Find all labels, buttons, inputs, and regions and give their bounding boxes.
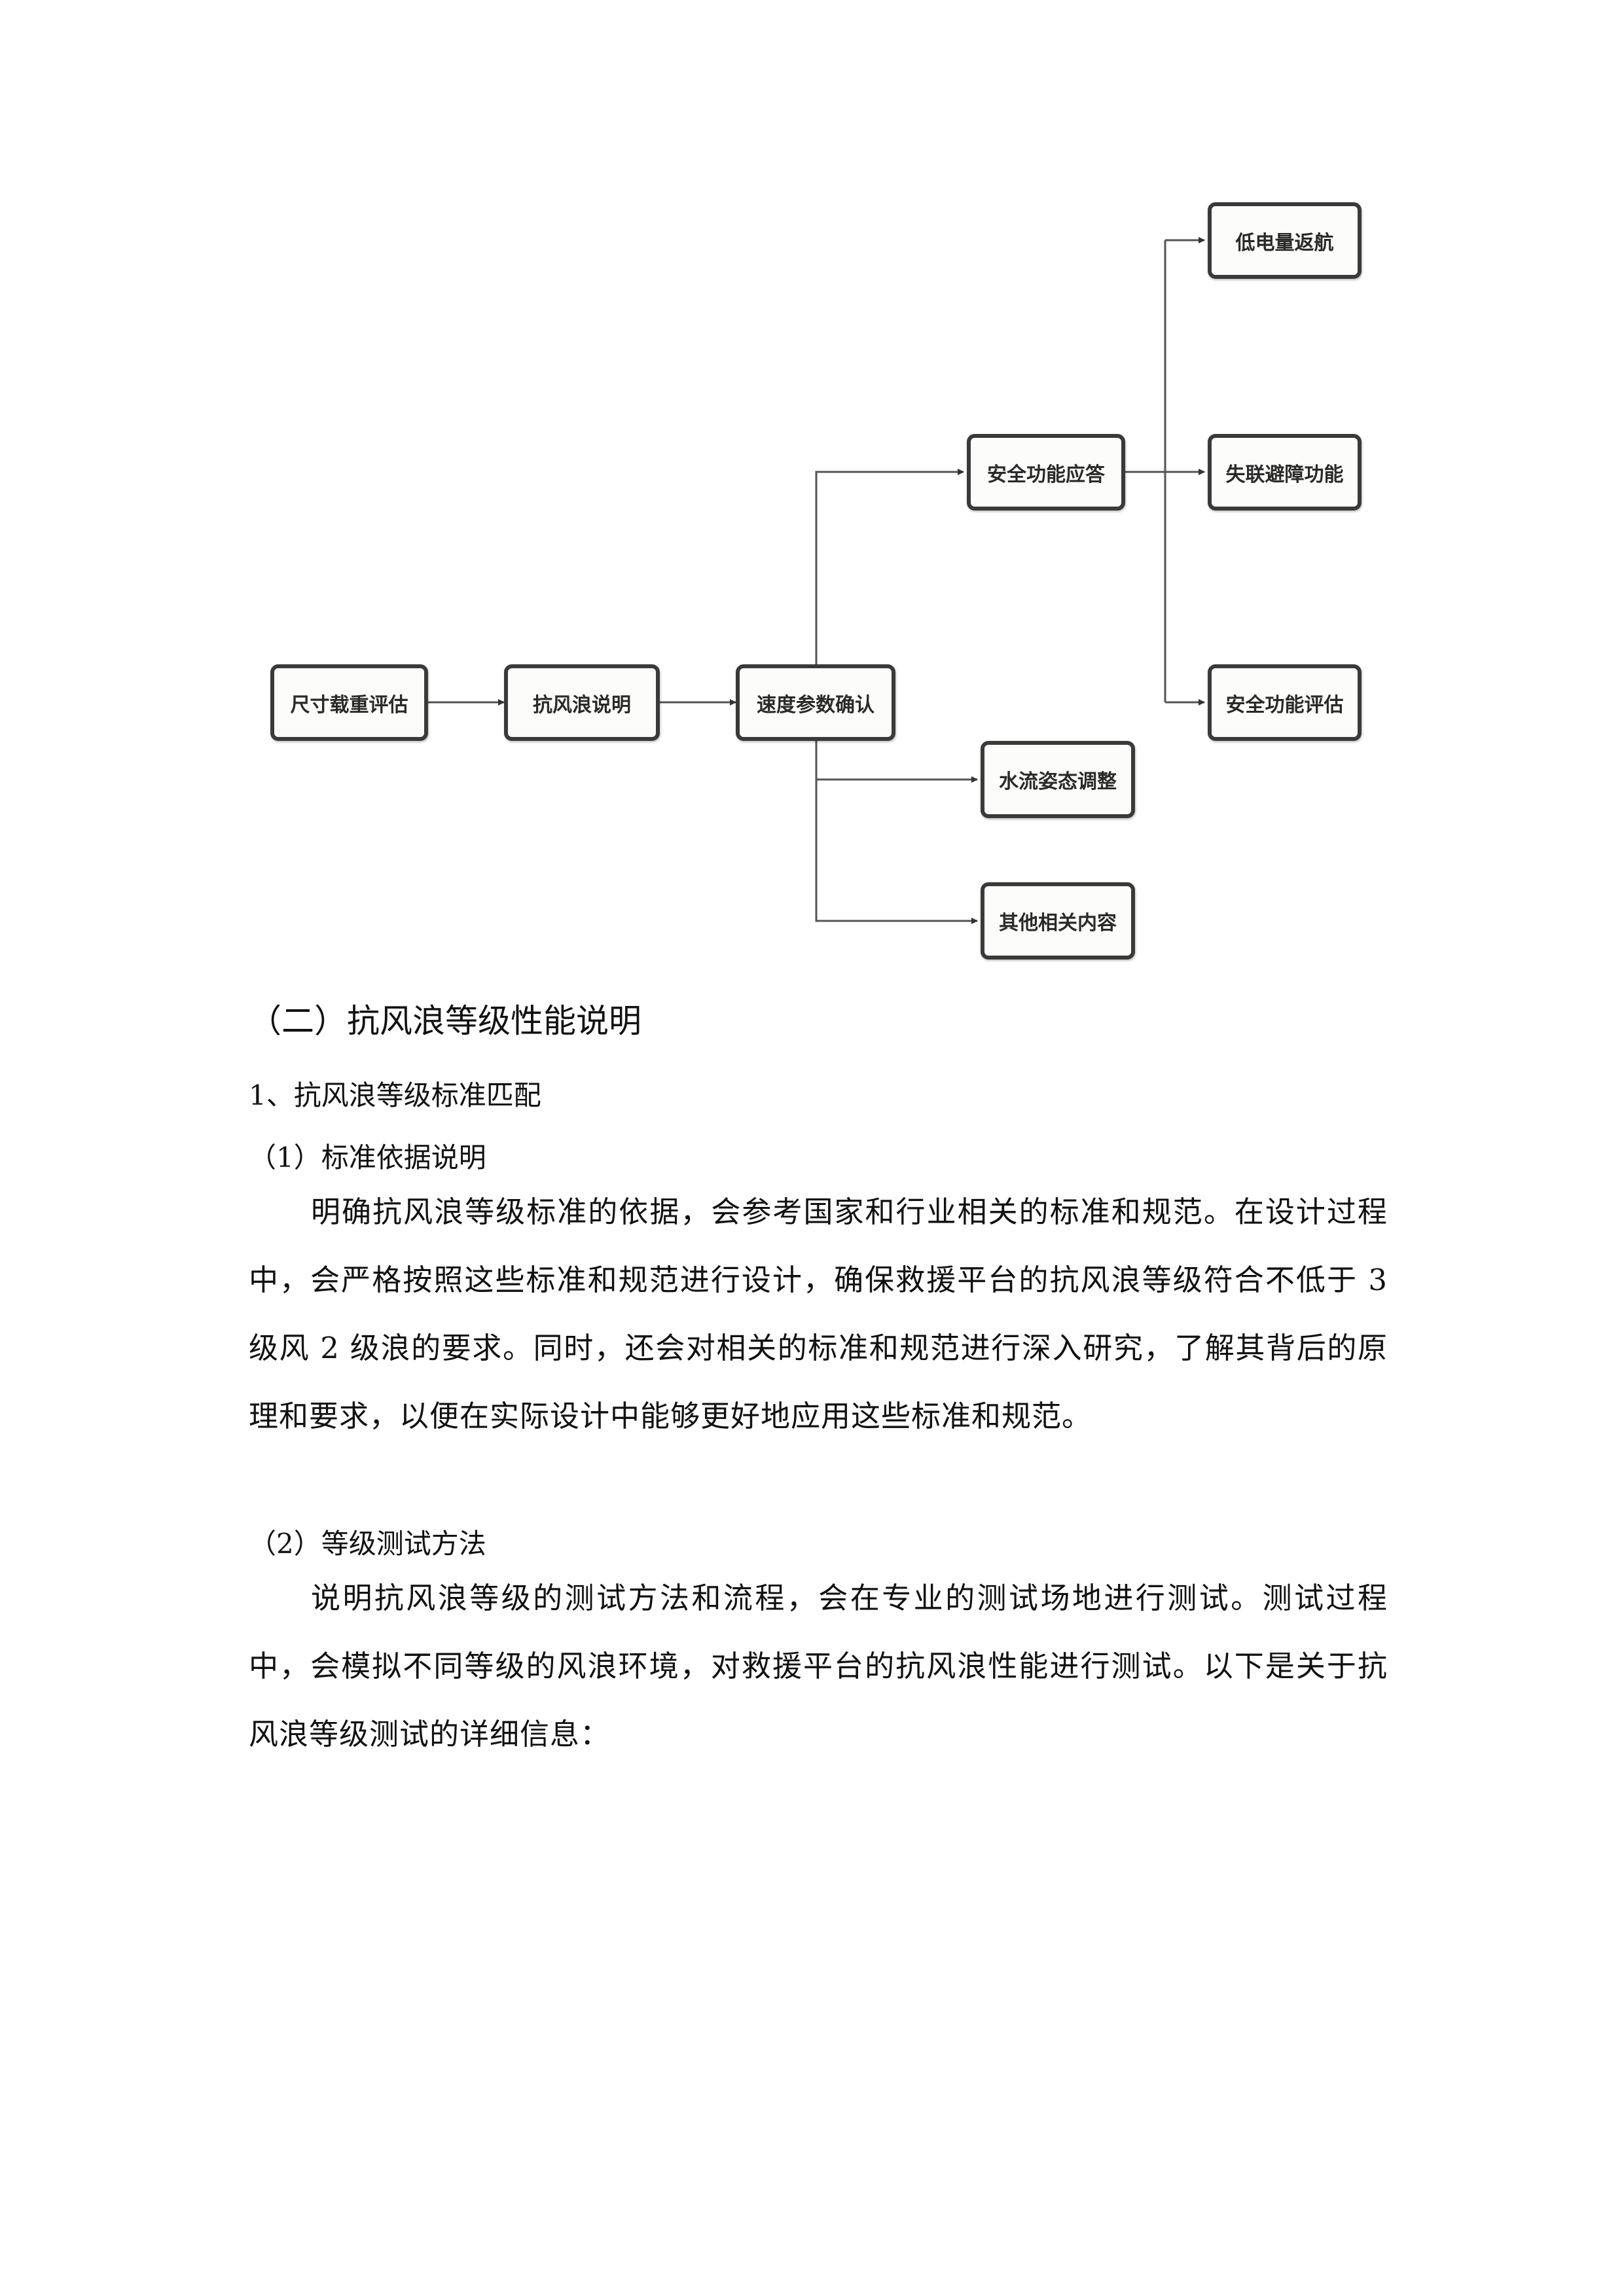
flowchart-connectors bbox=[428, 237, 1205, 924]
item1-paragraph: 明确抗风浪等级标准的依据，会参考国家和行业相关的标准和规范。在设计过程中，会严格… bbox=[249, 1194, 1388, 1433]
item1-heading: （1）标准依据说明 bbox=[249, 1141, 486, 1174]
flow-node-wind-wave-description: 抗风浪说明 bbox=[504, 664, 660, 741]
flow-node-safety-assessment: 安全功能评估 bbox=[1208, 664, 1362, 741]
edge-n3-n4 bbox=[815, 469, 964, 664]
flow-node-speed-parameter-confirm: 速度参数确认 bbox=[736, 664, 895, 741]
section-heading: （二）抗风浪等级性能说明 bbox=[249, 1002, 641, 1040]
flow-node-flow-attitude-adjust: 水流姿态调整 bbox=[981, 741, 1135, 818]
item2-paragraph: 说明抗风浪等级的测试方法和流程，会在专业的测试场地进行测试。测试过程中，会模拟不… bbox=[249, 1581, 1388, 1751]
item2-heading: （2）等级测试方法 bbox=[249, 1528, 486, 1560]
subsection-heading: 1、抗风浪等级标准匹配 bbox=[249, 1079, 541, 1111]
flow-node-safety-response: 安全功能应答 bbox=[967, 434, 1125, 511]
flow-node-lost-link-avoidance: 失联避障功能 bbox=[1208, 434, 1362, 511]
edge-n3-n9 bbox=[815, 780, 978, 924]
flow-node-other-content: 其他相关内容 bbox=[981, 882, 1135, 960]
flow-node-size-load-assessment: 尺寸载重评估 bbox=[270, 664, 428, 741]
flow-node-low-battery-return: 低电量返航 bbox=[1208, 202, 1362, 279]
edge-n3-n8 bbox=[815, 741, 978, 783]
